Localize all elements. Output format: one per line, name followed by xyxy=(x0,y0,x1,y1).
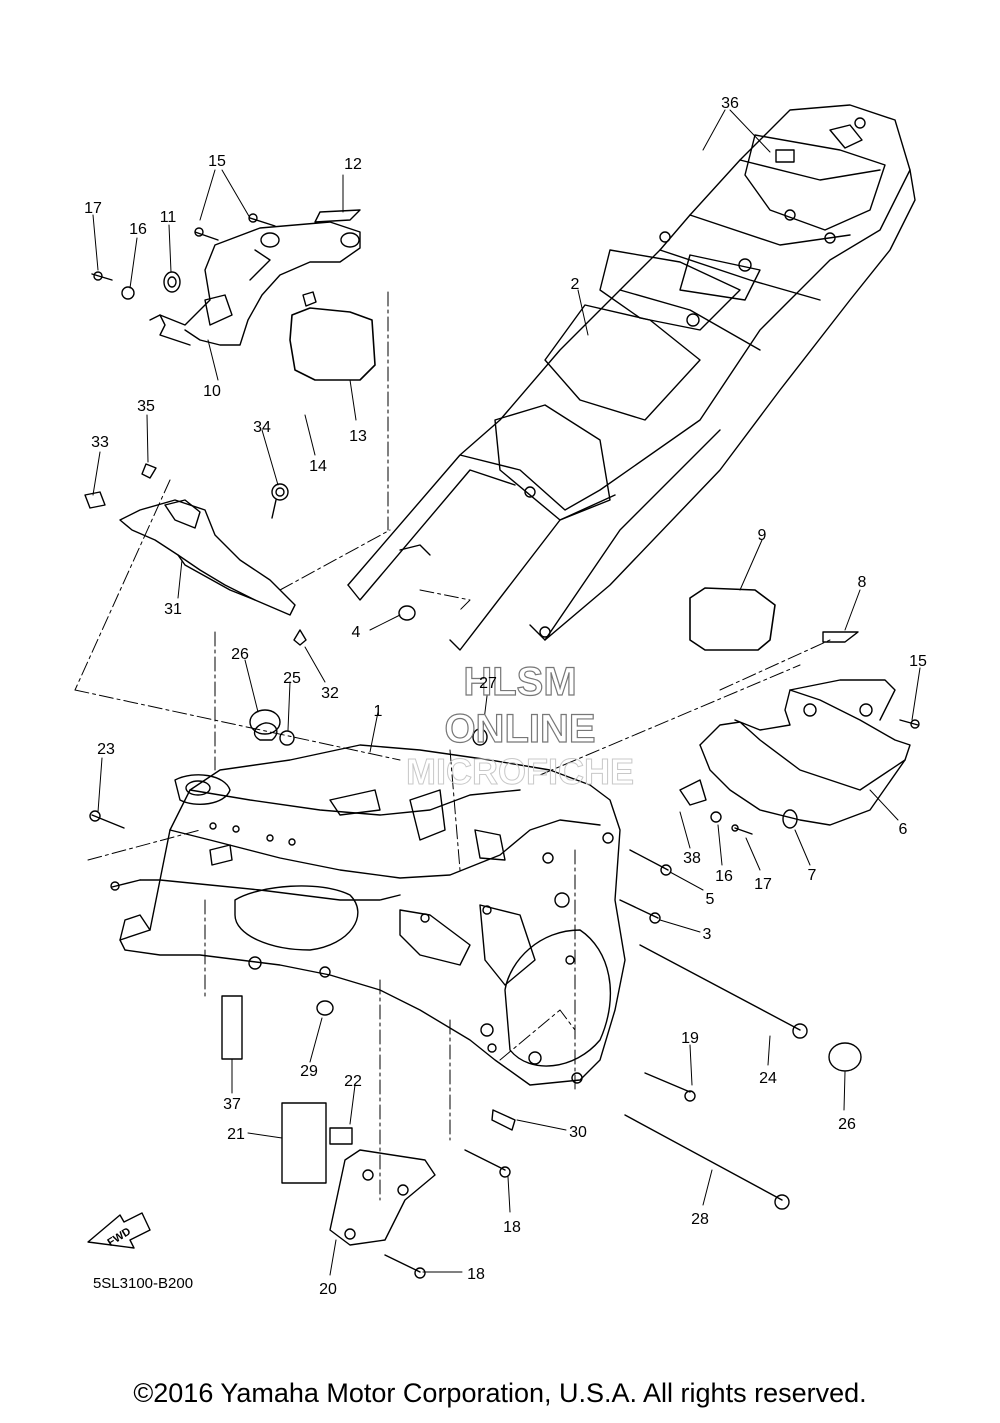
callout-6: 6 xyxy=(899,821,908,838)
headlight-stay xyxy=(92,210,375,380)
callout-3: 3 xyxy=(703,926,712,943)
rear-subframe xyxy=(348,105,915,650)
callout-26-lower: 26 xyxy=(838,1116,856,1133)
callout-9: 9 xyxy=(758,527,767,544)
main-frame xyxy=(111,723,625,1085)
callout-19: 19 xyxy=(681,1030,699,1047)
callout-14: 14 xyxy=(309,458,327,475)
callout-32: 32 xyxy=(321,685,339,702)
callout-29: 29 xyxy=(300,1063,318,1080)
callout-labels: 36 15 12 17 16 11 2 10 13 14 35 33 34 9 … xyxy=(84,95,927,1298)
callout-18-lower: 18 xyxy=(467,1266,485,1283)
callout-1: 1 xyxy=(374,703,383,720)
diagram-code: 5SL3100-B200 xyxy=(93,1275,193,1292)
callout-16-right: 16 xyxy=(715,868,733,885)
copyright-notice: ©2016 Yamaha Motor Corporation, U.S.A. A… xyxy=(133,1378,867,1408)
bracket-31 xyxy=(85,464,306,645)
callout-17-right: 17 xyxy=(754,876,772,893)
callout-38: 38 xyxy=(683,850,701,867)
callout-4: 4 xyxy=(352,624,361,641)
watermark-line-1: HLSM xyxy=(463,660,576,704)
callout-36: 36 xyxy=(721,95,739,112)
watermark-line-2: ONLINE xyxy=(444,707,595,751)
callout-30: 30 xyxy=(569,1124,587,1141)
callout-23: 23 xyxy=(97,741,115,758)
callout-35: 35 xyxy=(137,398,155,415)
leader-lines xyxy=(93,110,920,1275)
callout-10: 10 xyxy=(203,383,221,400)
fwd-arrow-icon xyxy=(88,1213,150,1248)
callout-16-upper: 16 xyxy=(129,221,147,238)
watermark-line-3: MICROFICHE xyxy=(406,751,634,792)
callout-5: 5 xyxy=(706,891,715,908)
callout-15-upper: 15 xyxy=(208,153,226,170)
callout-31: 31 xyxy=(164,601,182,618)
callout-7: 7 xyxy=(808,867,817,884)
assembly-lines xyxy=(75,292,830,1200)
callout-37: 37 xyxy=(223,1096,241,1113)
callout-28: 28 xyxy=(691,1211,709,1228)
bracket-6 xyxy=(680,588,919,834)
callout-2: 2 xyxy=(571,276,580,293)
fasteners xyxy=(90,606,861,1278)
watermark: HLSM ONLINE MICROFICHE xyxy=(406,659,635,792)
callout-26-upper: 26 xyxy=(231,646,249,663)
callout-13: 13 xyxy=(349,428,367,445)
callout-11: 11 xyxy=(160,209,177,226)
callout-25: 25 xyxy=(283,670,301,687)
callout-27: 27 xyxy=(479,675,497,692)
callout-22: 22 xyxy=(344,1073,362,1090)
callout-15-right: 15 xyxy=(909,653,927,670)
callout-18-upper: 18 xyxy=(503,1219,521,1236)
callout-20: 20 xyxy=(319,1281,337,1298)
callout-33: 33 xyxy=(91,434,109,451)
callout-17-upper: 17 xyxy=(84,200,102,217)
callout-34: 34 xyxy=(253,419,271,436)
callout-12: 12 xyxy=(344,156,362,173)
callout-24: 24 xyxy=(759,1070,777,1087)
callout-21: 21 xyxy=(227,1126,245,1143)
callout-8: 8 xyxy=(858,574,867,591)
